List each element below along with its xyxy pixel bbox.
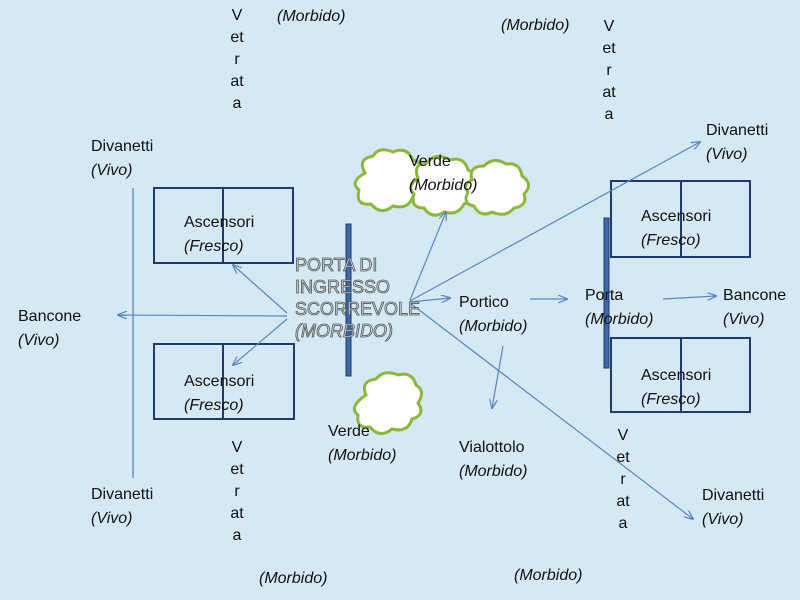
label-note: (Vivo) bbox=[91, 510, 133, 527]
label-note: (Fresco) bbox=[184, 238, 244, 255]
left-vetrata-top-label: Vetrata bbox=[230, 7, 244, 112]
entrance-line-1: PORTA DI bbox=[295, 255, 378, 276]
entrance-sliding-door-bar bbox=[345, 223, 352, 377]
label-note: (Morbido) bbox=[459, 463, 528, 480]
label-note: (Vivo) bbox=[706, 146, 748, 163]
verde-top-bushes bbox=[353, 148, 530, 217]
right-ascensori-bottom-box bbox=[610, 337, 751, 413]
entrance-sliding-door-label: PORTA DI INGRESSO SCORREVOLE (MORBIDO) bbox=[295, 254, 421, 342]
left-morbido-top-label: (Morbido) bbox=[277, 8, 346, 25]
label-name: Divanetti bbox=[91, 138, 154, 155]
arrow-to-right-bancone bbox=[662, 296, 716, 299]
label-note: (Vivo) bbox=[702, 511, 744, 528]
right-vetrata-bottom-label: Vetrata bbox=[616, 427, 630, 532]
right-door-bar bbox=[603, 217, 610, 369]
verde-bottom-bush bbox=[352, 371, 423, 435]
left-ascensori-top-label: Ascensori (Fresco) bbox=[184, 211, 254, 259]
label-note: (Fresco) bbox=[641, 391, 701, 408]
label-name: Divanetti bbox=[702, 487, 765, 504]
arrow-to-left-bancone bbox=[118, 315, 288, 316]
label-note: (Vivo) bbox=[723, 311, 765, 328]
label-note: (Vivo) bbox=[18, 332, 60, 349]
label-note: (Fresco) bbox=[184, 397, 244, 414]
right-morbido-top-label: (Morbido) bbox=[501, 17, 570, 34]
right-porta-label: Porta (Morbido) bbox=[585, 284, 653, 332]
right-morbido-bottom-label: (Morbido) bbox=[514, 567, 583, 584]
right-ascensori-bottom-label: Ascensori (Fresco) bbox=[641, 364, 711, 412]
label-note: (Morbido) bbox=[459, 318, 528, 335]
arrow-to-left-ascensori-top bbox=[233, 265, 288, 314]
label-name: Bancone bbox=[18, 308, 82, 325]
arrow-to-vialottolo bbox=[492, 345, 504, 408]
left-ascensori-bottom-box bbox=[153, 343, 295, 420]
entrance-line-3: SCORREVOLE bbox=[295, 299, 421, 320]
arrow-to-left-ascensori-bottom bbox=[233, 318, 288, 365]
flow-arrows bbox=[118, 142, 716, 519]
arrow-to-right-divanetti-top bbox=[409, 142, 700, 302]
left-ascensori-top-box bbox=[153, 187, 294, 264]
label-name: Vialottolo bbox=[459, 439, 525, 456]
left-bancone-label: Bancone (Vivo) bbox=[18, 305, 81, 353]
left-divanetti-bottom-label: Divanetti (Vivo) bbox=[91, 483, 153, 531]
label-note: (Morbido) bbox=[328, 447, 397, 464]
label-name: Divanetti bbox=[706, 122, 769, 139]
label-name: Portico bbox=[459, 294, 509, 311]
entrance-line-2: INGRESSO bbox=[295, 277, 391, 298]
label-note: (Fresco) bbox=[641, 232, 701, 249]
label-note: (Vivo) bbox=[91, 162, 133, 179]
label-name: Ascensori bbox=[641, 367, 712, 384]
vialottolo-label: Vialottolo (Morbido) bbox=[459, 436, 527, 484]
label-note: (Morbido) bbox=[409, 177, 478, 194]
verde-top-label: Verde (Morbido) bbox=[409, 150, 477, 198]
left-morbido-bottom-label: (Morbido) bbox=[259, 570, 328, 587]
right-vetrata-top-label: Vetrata bbox=[602, 18, 616, 123]
label-name: Ascensori bbox=[184, 214, 255, 231]
arrow-to-verde-top bbox=[409, 212, 446, 301]
entrance-line-4: (MORBIDO) bbox=[295, 321, 394, 342]
arrow-to-right-divanetti-bottom bbox=[409, 302, 693, 519]
label-name: Ascensori bbox=[184, 373, 255, 390]
right-ascensori-top-label: Ascensori (Fresco) bbox=[641, 205, 711, 253]
label-name: Ascensori bbox=[641, 208, 712, 225]
label-name: Divanetti bbox=[91, 486, 154, 503]
left-ascensori-bottom-label: Ascensori (Fresco) bbox=[184, 370, 254, 418]
left-vetrata-bottom-label: Vetrata bbox=[230, 439, 244, 544]
arrow-to-portico bbox=[409, 298, 450, 302]
label-name: Bancone bbox=[723, 287, 787, 304]
right-bancone-label: Bancone (Vivo) bbox=[723, 284, 786, 332]
label-name: Verde bbox=[328, 423, 370, 440]
label-note: (Morbido) bbox=[585, 311, 654, 328]
verde-bottom-label: Verde (Morbido) bbox=[328, 420, 396, 468]
left-divanetti-top-label: Divanetti (Vivo) bbox=[91, 135, 153, 183]
label-name: Verde bbox=[409, 153, 451, 170]
label-name: Porta bbox=[585, 287, 624, 304]
right-divanetti-bottom-label: Divanetti (Vivo) bbox=[702, 484, 764, 532]
right-divanetti-top-label: Divanetti (Vivo) bbox=[706, 119, 768, 167]
right-ascensori-top-box bbox=[610, 180, 751, 258]
portico-label: Portico (Morbido) bbox=[459, 291, 527, 339]
